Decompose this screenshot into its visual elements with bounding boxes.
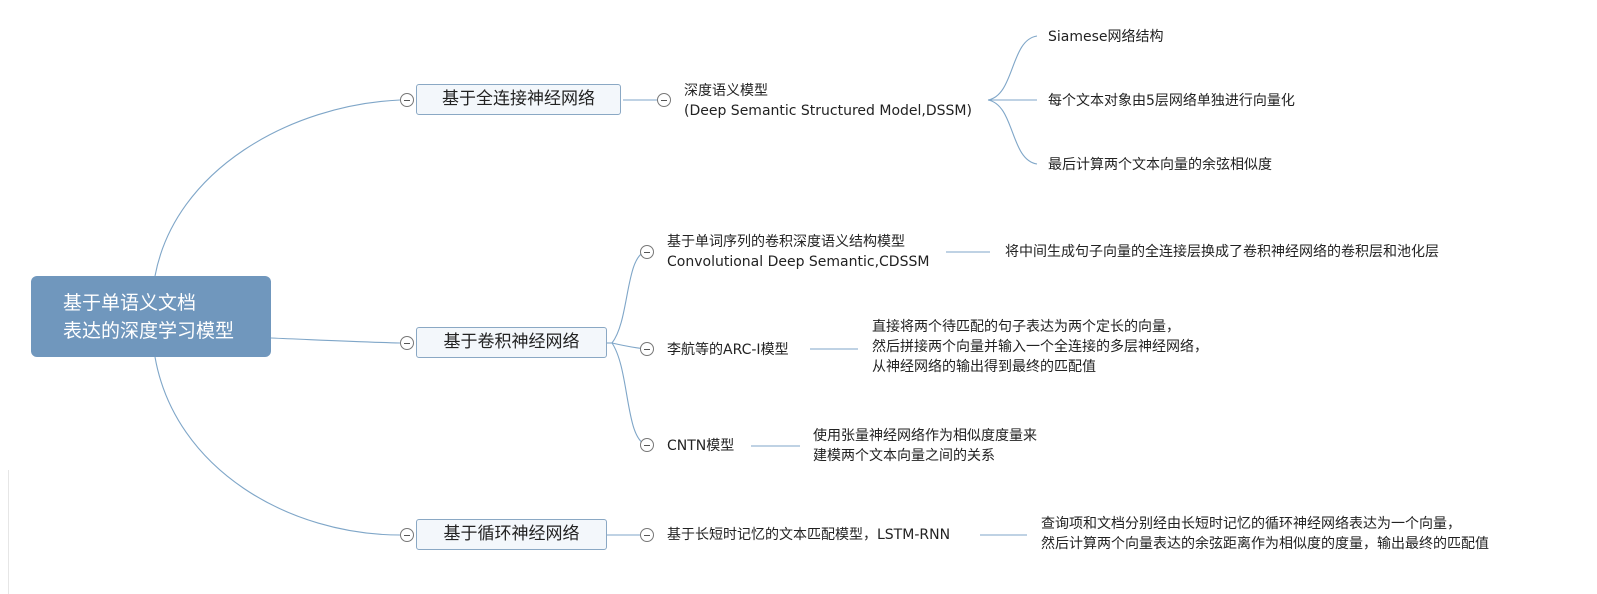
detail-arc-i[interactable]: 直接将两个待匹配的句子表达为两个定长的向量， 然后拼接两个向量并输入一个全连接的… [872, 317, 1208, 377]
subtopic-lstm-rnn[interactable]: 基于长短时记忆的文本匹配模型，LSTM-RNN [667, 525, 950, 545]
detail-text: 最后计算两个文本向量的余弦相似度 [1048, 157, 1272, 173]
subtopic-dssm-line-1: 深度语义模型 [684, 83, 768, 99]
collapse-toggle-branch-1[interactable] [400, 93, 414, 107]
subtopic-cdssm-line-2: Convolutional Deep Semantic,CDSSM [667, 254, 930, 270]
connector-root-branch-2 [270, 337, 401, 344]
subtopic-dssm-line-2: (Deep Semantic Structured Model,DSSM) [684, 103, 972, 119]
detail-line-2: 建模两个文本向量之间的关系 [813, 448, 995, 464]
collapse-toggle-branch-3[interactable] [400, 528, 414, 542]
detail-line-2: 然后计算两个向量表达的余弦距离作为相似度的度量，输出最终的匹配值 [1041, 536, 1489, 552]
detail-line-3: 从神经网络的输出得到最终的匹配值 [872, 359, 1096, 375]
root-topic[interactable]: 基于单语义文档 表达的深度学习模型 [31, 276, 271, 357]
branch-topic-label: 基于卷积神经网络 [443, 332, 580, 352]
subtopic-cntn[interactable]: CNTN模型 [667, 436, 734, 456]
collapse-toggle-branch-2[interactable] [400, 336, 414, 350]
detail-line-2: 然后拼接两个向量并输入一个全连接的多层神经网络， [872, 339, 1208, 355]
collapse-toggle-cntn[interactable] [640, 438, 654, 452]
detail-text: Siamese网络结构 [1048, 29, 1164, 45]
collapse-toggle-lstm[interactable] [640, 528, 654, 542]
detail-cdssm[interactable]: 将中间生成句子向量的全连接层换成了卷积神经网络的卷积层和池化层 [1005, 242, 1439, 262]
subtopic-arc-i-label: 李航等的ARC-I模型 [667, 342, 789, 358]
connector-root-branch-3 [154, 356, 401, 536]
subtopic-arc-i[interactable]: 李航等的ARC-I模型 [667, 340, 789, 360]
detail-lstm-rnn[interactable]: 查询项和文档分别经由长短时记忆的循环神经网络表达为一个向量， 然后计算两个向量表… [1041, 514, 1489, 554]
branch-topic-label: 基于循环神经网络 [443, 524, 580, 544]
root-topic-line-1: 基于单语义文档 [63, 292, 197, 314]
subtopic-cdssm-line-1: 基于单词序列的卷积深度语义结构模型 [667, 234, 905, 250]
branch-topic-convolutional[interactable]: 基于卷积神经网络 [416, 327, 607, 358]
detail-text: 将中间生成句子向量的全连接层换成了卷积神经网络的卷积层和池化层 [1005, 244, 1439, 260]
subtopic-lstm-label: 基于长短时记忆的文本匹配模型，LSTM-RNN [667, 527, 951, 543]
subtopic-dssm[interactable]: 深度语义模型 (Deep Semantic Structured Model,D… [684, 81, 972, 121]
collapse-toggle-dssm[interactable] [657, 93, 671, 107]
branch-topic-label: 基于全连接神经网络 [442, 89, 595, 109]
connector-dssm-detail-1 [987, 35, 1038, 101]
connector-dssm-detail-3 [987, 99, 1038, 165]
root-topic-line-2: 表达的深度学习模型 [63, 320, 235, 342]
branch-topic-fully-connected[interactable]: 基于全连接神经网络 [416, 84, 621, 115]
left-panel-edge [0, 470, 9, 594]
connector-root-branch-1 [154, 99, 401, 277]
connector-branch-2-child-3 [611, 342, 648, 446]
detail-cntn[interactable]: 使用张量神经网络作为相似度度量来 建模两个文本向量之间的关系 [813, 426, 1037, 466]
detail-dssm-five-layer[interactable]: 每个文本对象由5层网络单独进行向量化 [1048, 91, 1295, 111]
subtopic-cdssm[interactable]: 基于单词序列的卷积深度语义结构模型 Convolutional Deep Sem… [667, 232, 929, 272]
detail-line-1: 查询项和文档分别经由长短时记忆的循环神经网络表达为一个向量， [1041, 516, 1461, 532]
detail-text: 每个文本对象由5层网络单独进行向量化 [1048, 93, 1295, 109]
detail-line-1: 直接将两个待匹配的句子表达为两个定长的向量， [872, 319, 1180, 335]
connector-branch-2-child-1 [611, 250, 648, 344]
detail-line-1: 使用张量神经网络作为相似度度量来 [813, 428, 1037, 444]
detail-dssm-siamese[interactable]: Siamese网络结构 [1048, 27, 1164, 47]
collapse-toggle-cdssm[interactable] [640, 245, 654, 259]
branch-topic-recurrent[interactable]: 基于循环神经网络 [416, 519, 607, 550]
detail-dssm-cosine[interactable]: 最后计算两个文本向量的余弦相似度 [1048, 155, 1272, 175]
collapse-toggle-arc-i[interactable] [640, 342, 654, 356]
subtopic-cntn-label: CNTN模型 [667, 438, 735, 454]
